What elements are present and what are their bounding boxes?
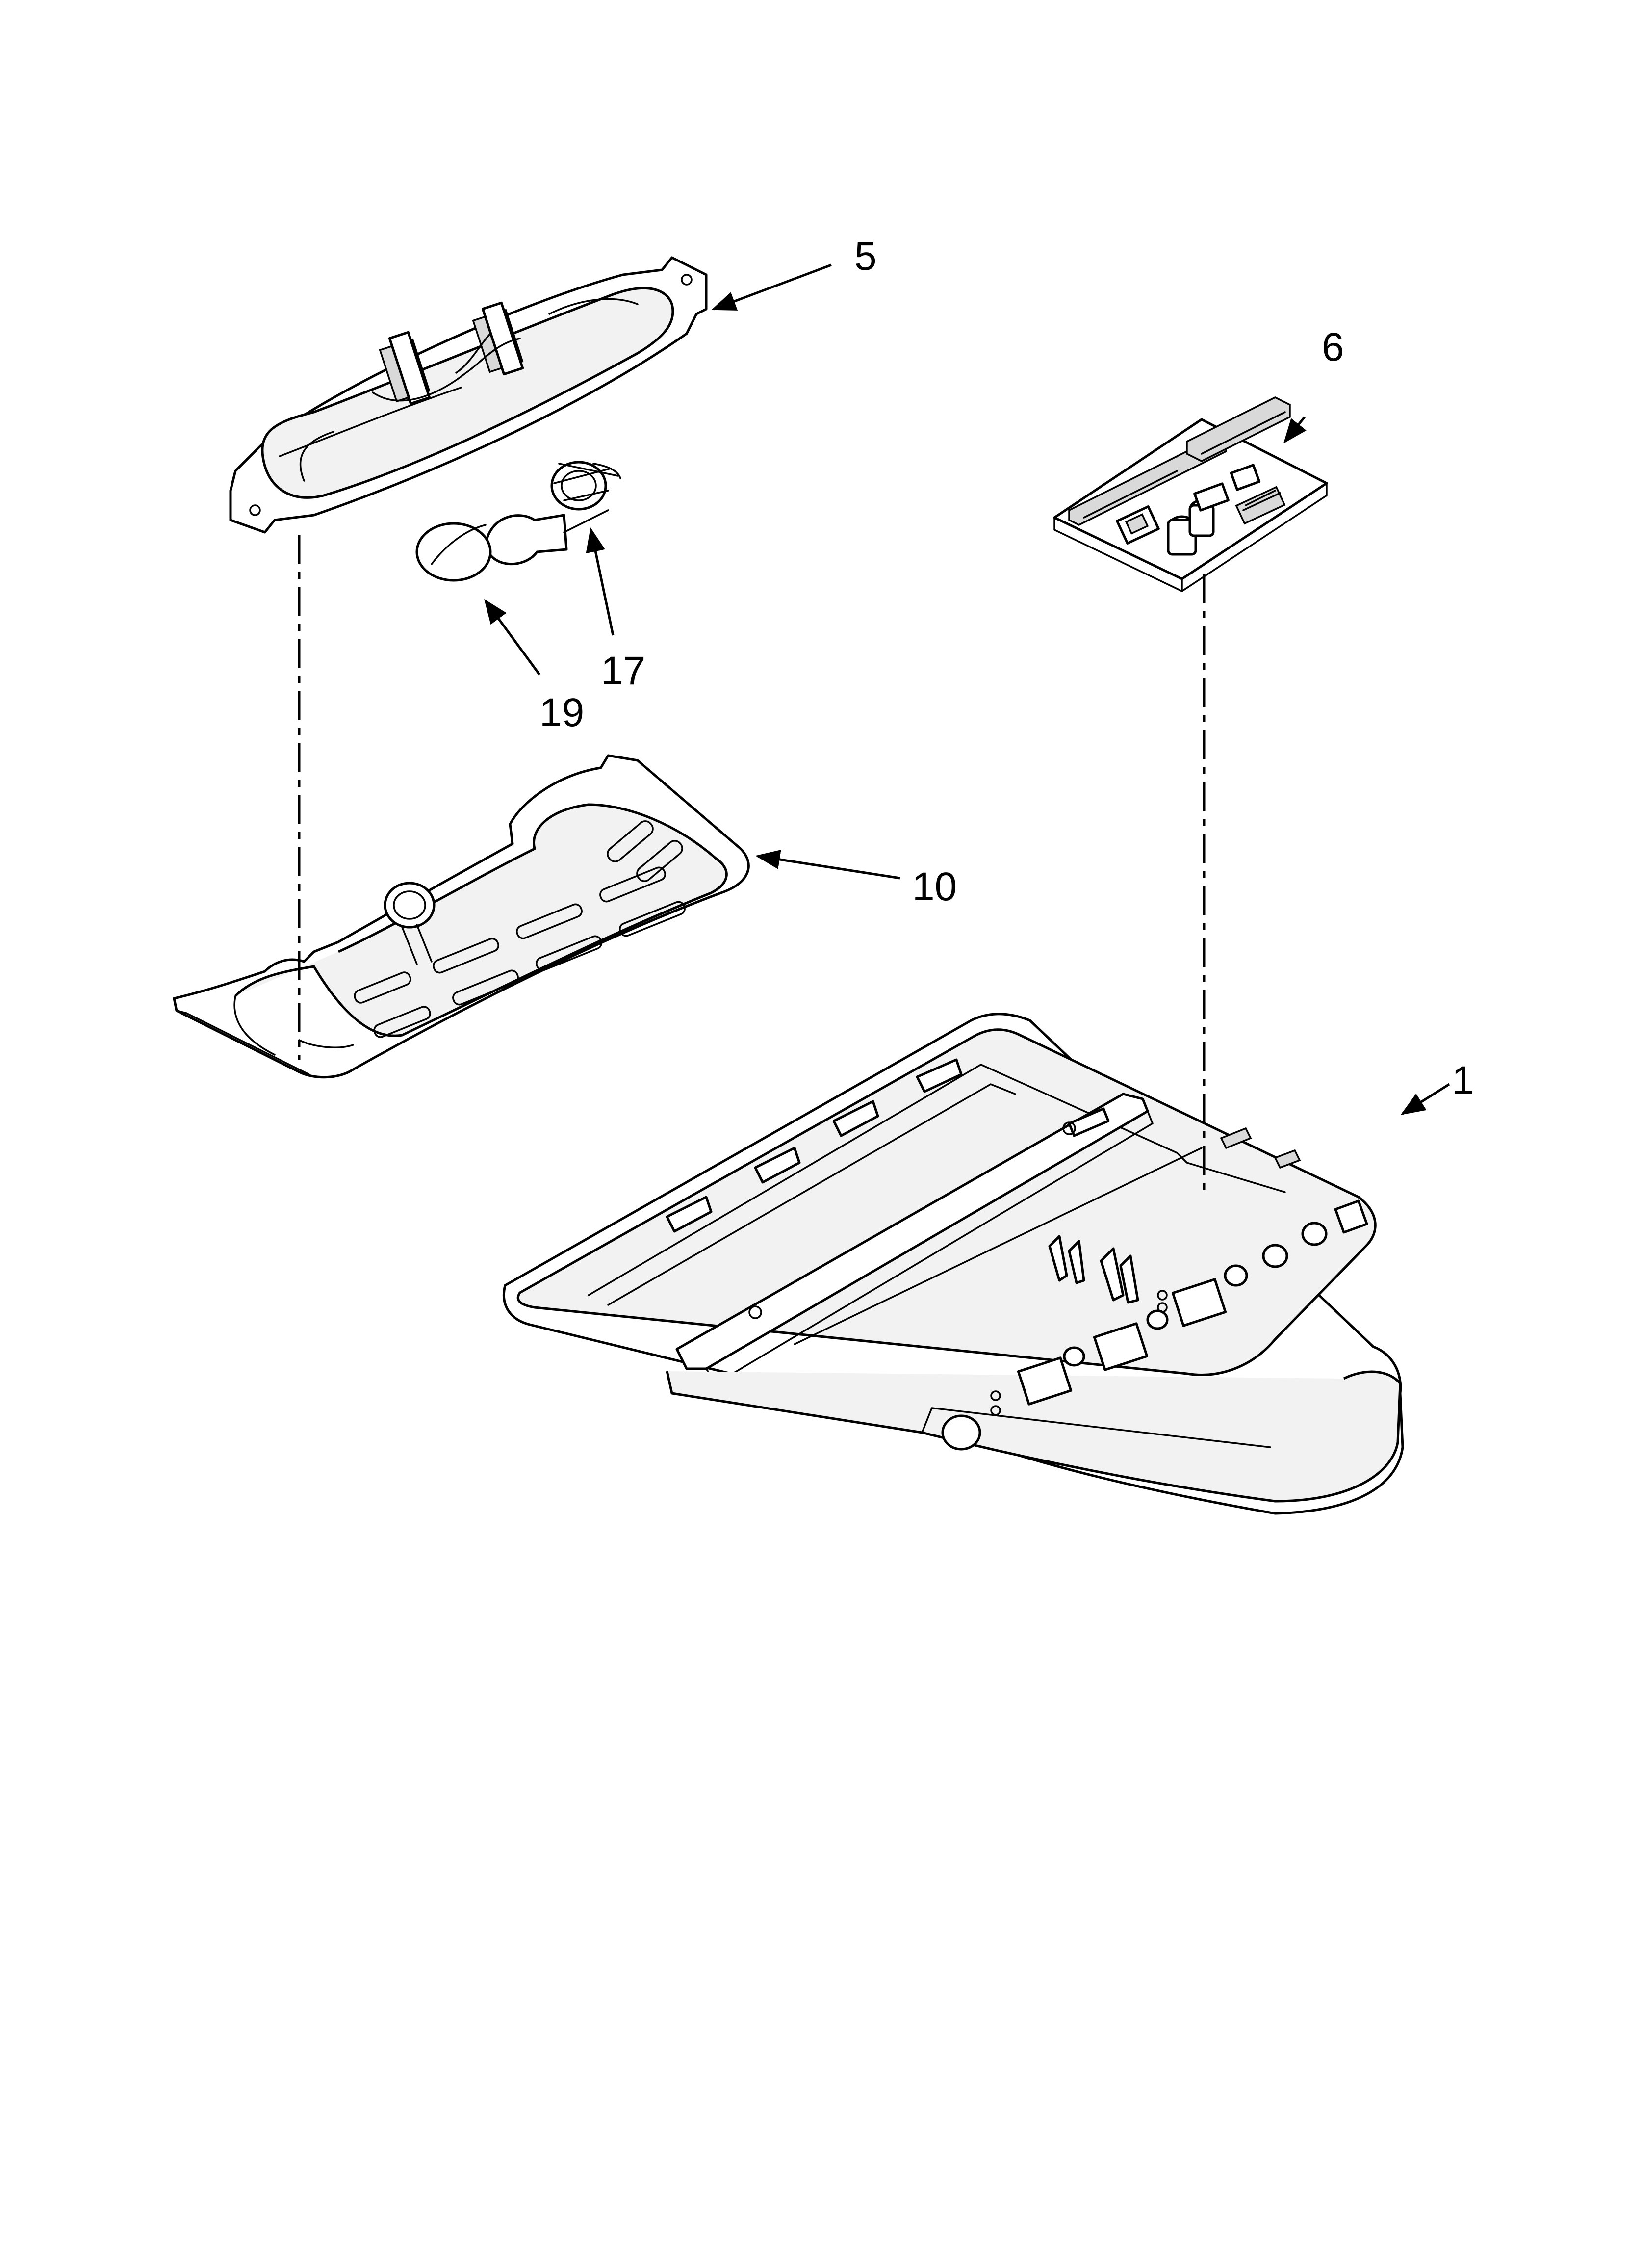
- callout-6: 6: [1322, 325, 1344, 369]
- callout-1: 1: [1452, 1058, 1474, 1103]
- callout-19: 19: [539, 690, 584, 735]
- callout-5: 5: [854, 234, 877, 279]
- callout-labels: 5 6 19 17 10 1: [539, 234, 1474, 1103]
- callout-17: 17: [601, 649, 645, 693]
- lamp-socket-part-17: [550, 461, 621, 511]
- alignment-lines: [298, 535, 1206, 1197]
- control-board-part-6: [1053, 396, 1328, 592]
- light-cover-part-10: [173, 754, 750, 1079]
- callout-10: 10: [912, 864, 957, 909]
- control-panel-tray-part-1: [502, 1013, 1404, 1515]
- light-bulb-part-19: [415, 509, 609, 582]
- callout-leaders: [484, 263, 1450, 1115]
- light-housing-part-5: [229, 256, 708, 534]
